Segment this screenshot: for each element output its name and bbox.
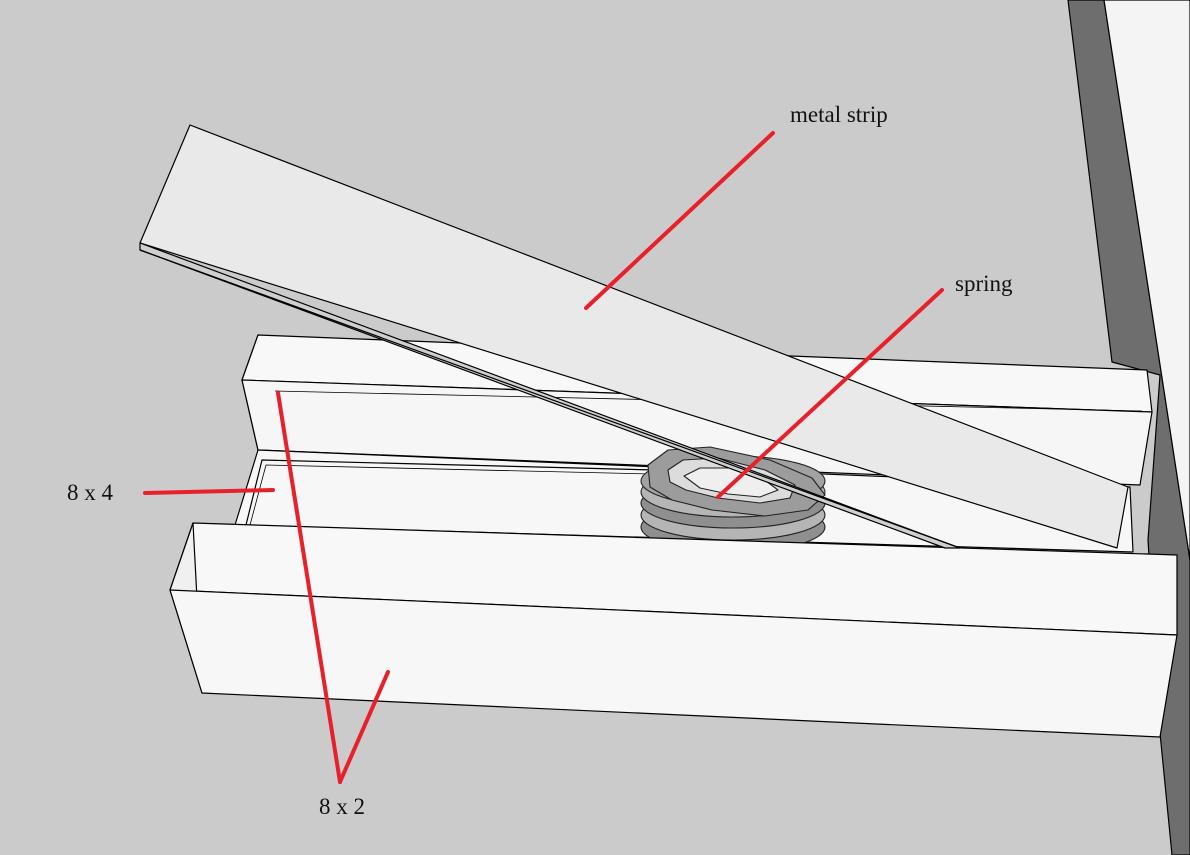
metal-strip-underside: [139, 249, 961, 549]
spring-leader: [716, 288, 944, 499]
label-8x2: 8 x 2: [319, 794, 365, 819]
spring: [640, 446, 826, 553]
metal-strip-edge: [139, 242, 961, 549]
right-wall-light-face: [1103, 0, 1190, 561]
middle-block-groove-inner: [249, 464, 653, 526]
front-block-front: [169, 589, 1178, 738]
block-8x2-leader-front: [338, 670, 390, 784]
label-spring: spring: [955, 271, 1013, 296]
metal-strip: [139, 124, 1129, 549]
block-8x4-leader: [143, 488, 275, 495]
annotation-lines: [143, 131, 944, 784]
metal-strip-face: [139, 124, 1129, 549]
metal-strip-leader: [584, 131, 775, 310]
label-metal-strip: metal strip: [790, 102, 888, 127]
block-8x2-leader-back: [276, 391, 342, 784]
label-8x4: 8 x 4: [67, 480, 114, 505]
middle-block-groove-outer: [245, 459, 657, 526]
front-block-8x2: [169, 522, 1178, 738]
